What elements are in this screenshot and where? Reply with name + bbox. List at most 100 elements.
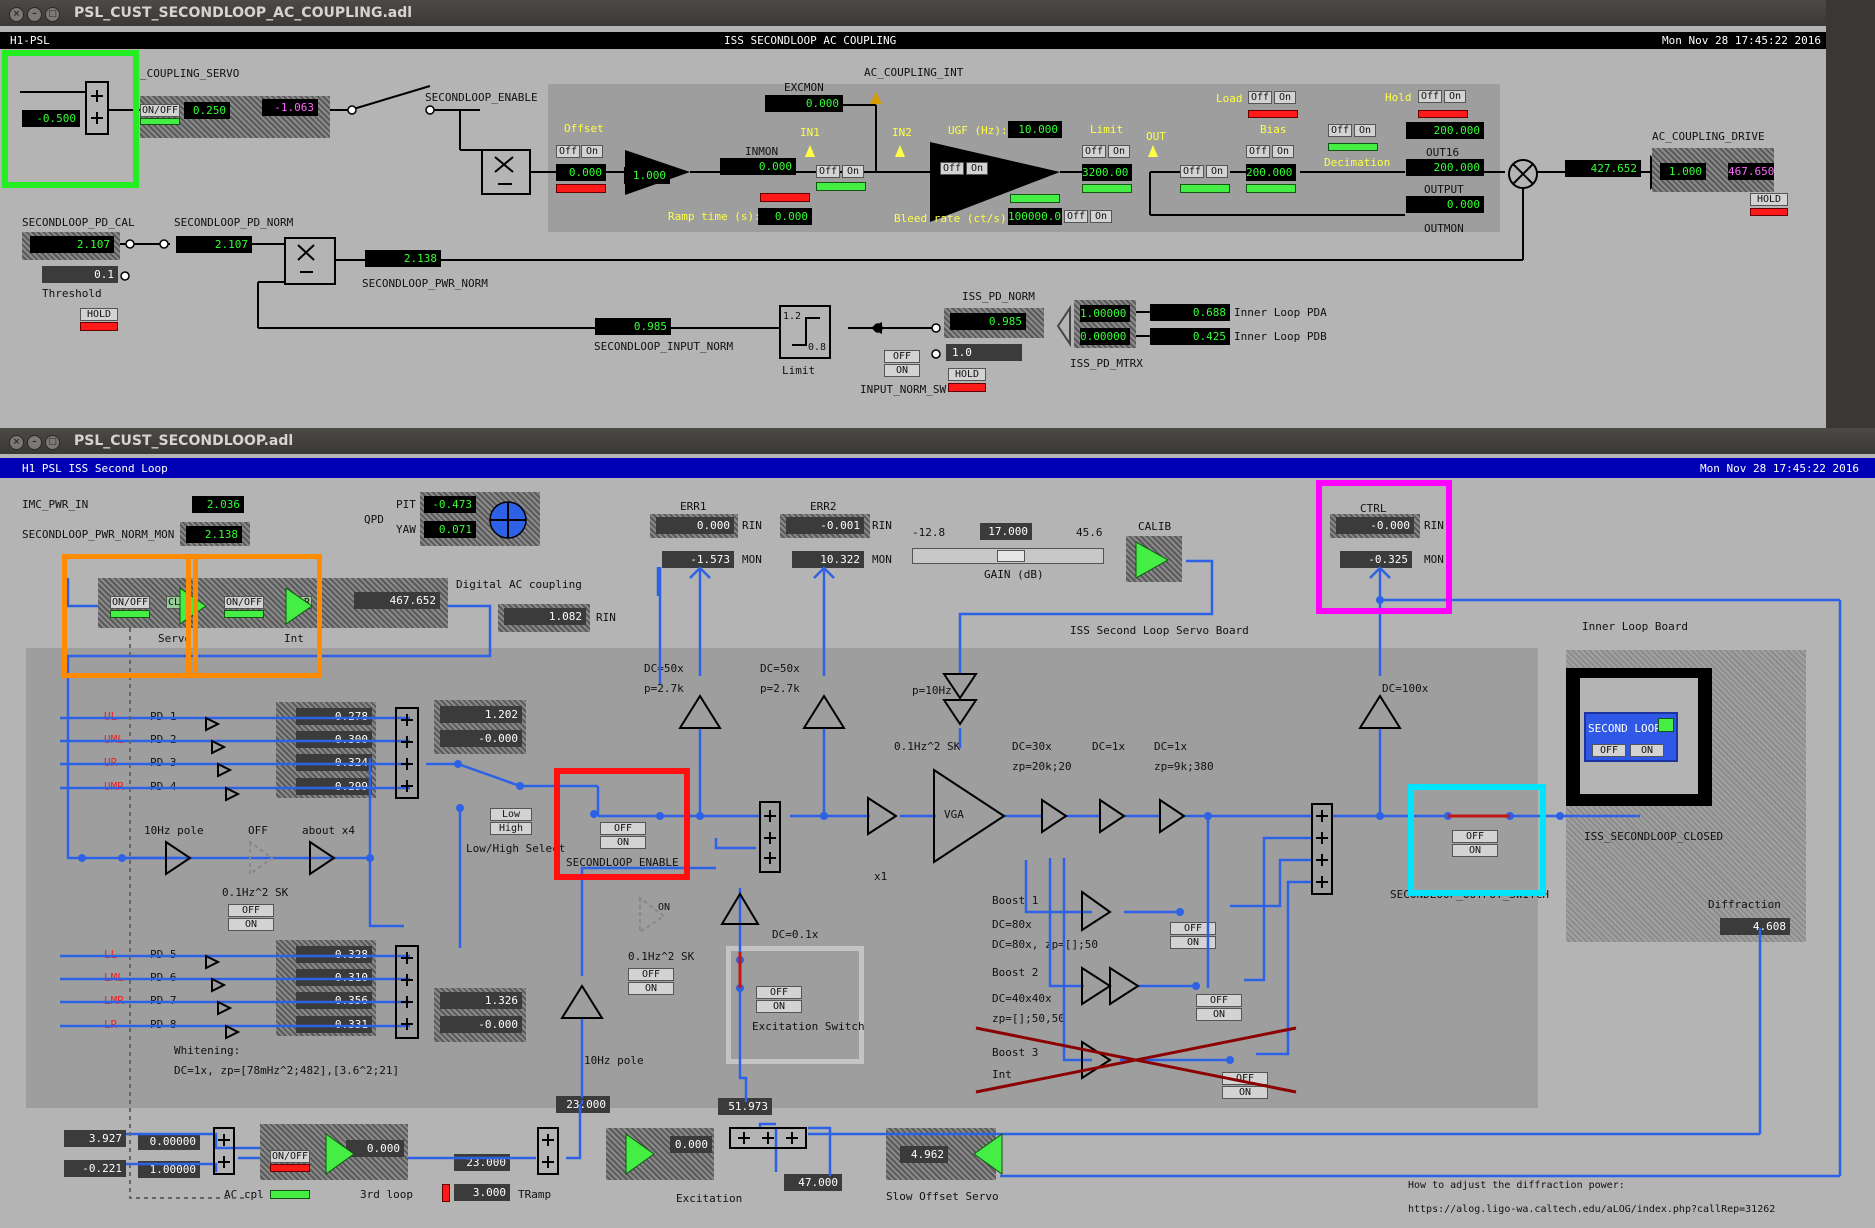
bias-sw-off-button[interactable]: Off — [1180, 165, 1204, 178]
drive-hold-button[interactable]: HOLD — [1750, 193, 1788, 206]
load-on-button[interactable]: On — [1274, 91, 1296, 104]
third-gain-1[interactable]: 0.00000 — [138, 1133, 200, 1150]
third-onoff-button[interactable]: ON/OFF — [270, 1150, 310, 1163]
bias-value[interactable]: 200.000 — [1246, 164, 1296, 181]
drive-gain[interactable]: 1.000 — [1660, 163, 1706, 180]
howto-url[interactable]: https://alog.ligo-wa.caltech.edu/aLOG/in… — [1408, 1204, 1776, 1215]
bias-sw-on-button[interactable]: On — [1206, 165, 1228, 178]
input-norm-off-button[interactable]: OFF — [884, 350, 920, 363]
sk-vga-label: 0.1Hz^2 SK — [894, 740, 961, 753]
limit-value[interactable]: 3200.00 — [1082, 164, 1132, 181]
iss-pd-norm-setpoint[interactable]: 1.0 — [946, 344, 1022, 361]
limit-on-button[interactable]: On — [1108, 145, 1130, 158]
maximize-icon[interactable]: □ — [45, 435, 60, 450]
limit-hi-label: 1.2 — [783, 311, 802, 322]
ugf-on-button[interactable]: On — [966, 162, 988, 175]
load-off-button[interactable]: Off — [1248, 91, 1272, 104]
offset-off-button[interactable]: Off — [556, 145, 580, 158]
low-button[interactable]: Low — [490, 808, 532, 821]
tramp-value-2[interactable]: 3.000 — [454, 1184, 510, 1201]
enable-off-button[interactable]: OFF — [600, 822, 646, 835]
pd-cal-value[interactable]: 2.107 — [30, 236, 114, 253]
sk2-on-button[interactable]: ON — [628, 982, 674, 995]
zp9k-label: zp=9k;380 — [1154, 760, 1214, 773]
header-left: H1-PSL — [10, 34, 50, 47]
boost2-on-button[interactable]: ON — [1196, 1008, 1242, 1021]
excitation-label: Excitation — [676, 1192, 743, 1205]
bias-on-button[interactable]: On — [1272, 145, 1294, 158]
bleed-value[interactable]: 100000.0 — [1008, 208, 1062, 225]
servo-clr-button[interactable]: CLR — [166, 596, 188, 609]
p27-label-1: p=2.7k — [644, 682, 684, 695]
sk-on-button[interactable]: ON — [228, 918, 274, 931]
high-button[interactable]: High — [490, 822, 532, 835]
sk-off-button[interactable]: OFF — [228, 904, 274, 917]
header-right: Mon Nov 28 17:45:22 2016 — [1662, 34, 1821, 47]
dec-off-button[interactable]: Off — [1328, 124, 1352, 137]
second-loop-on-button[interactable]: ON — [1630, 744, 1664, 757]
minimize-icon[interactable]: – — [27, 7, 42, 22]
tramp-value-1[interactable]: 23.000 — [454, 1154, 510, 1171]
boost2-off-button[interactable]: OFF — [1196, 994, 1242, 1007]
enable-on-button[interactable]: ON — [600, 836, 646, 849]
third-gain-2[interactable]: 1.00000 — [138, 1161, 200, 1178]
dec-indicator — [1328, 143, 1378, 151]
boost1-off-button[interactable]: OFF — [1170, 922, 1216, 935]
err2-rin-value: -0.001 — [786, 517, 864, 534]
output-switch-on-button[interactable]: ON — [1452, 844, 1498, 857]
offset-value[interactable]: 0.000 — [556, 164, 606, 181]
ramp-value[interactable]: 0.000 — [758, 208, 812, 225]
mtrx-value-2[interactable]: 0.00000 — [1080, 328, 1130, 345]
in-on-button[interactable]: On — [842, 165, 864, 178]
hold-off-button[interactable]: Off — [1418, 90, 1442, 103]
minimize-icon[interactable]: – — [27, 435, 42, 450]
int-clr-button[interactable]: CLR — [290, 596, 312, 609]
secondloop-window: × – □ PSL_CUST_SECONDLOOP.adl H1 PSL ISS… — [0, 428, 1875, 1228]
mtrx-value-1[interactable]: 1.00000 — [1080, 305, 1130, 322]
maximize-icon[interactable]: □ — [45, 7, 60, 22]
dc80zp-label: DC=80x, zp=[];50 — [992, 938, 1098, 951]
ugf-value[interactable]: 10.000 — [1008, 121, 1062, 138]
gain-slider-thumb[interactable] — [997, 550, 1025, 562]
boost3-off-button[interactable]: OFF — [1222, 1072, 1268, 1085]
value-47[interactable]: 47.000 — [784, 1174, 842, 1191]
bleed-off-button[interactable]: Off — [1064, 210, 1088, 223]
servo-gain-value[interactable]: 0.250 — [184, 102, 230, 119]
gain-slider[interactable] — [912, 548, 1104, 564]
limit-off-button[interactable]: Off — [1082, 145, 1106, 158]
boost1-on-button[interactable]: ON — [1170, 936, 1216, 949]
exc-off-button[interactable]: OFF — [756, 986, 802, 999]
ugf-off-button[interactable]: Off — [940, 162, 964, 175]
about-x4-label: about x4 — [302, 824, 355, 837]
dec-on-button[interactable]: On — [1354, 124, 1376, 137]
int-onoff-button[interactable]: ON/OFF — [224, 596, 264, 609]
hold-on-button[interactable]: On — [1444, 90, 1466, 103]
offset-label: Offset — [564, 122, 604, 135]
bias-off-button[interactable]: Off — [1246, 145, 1270, 158]
slow-servo-label: Slow Offset Servo — [886, 1190, 999, 1203]
iss-hold-button[interactable]: HOLD — [948, 368, 986, 381]
ac-cpl-indicator — [270, 1190, 310, 1199]
pd-hold-button[interactable]: HOLD — [80, 308, 118, 321]
bleed-on-button[interactable]: On — [1090, 210, 1112, 223]
close-icon[interactable]: × — [9, 435, 24, 450]
gain-value[interactable]: 17.000 — [980, 523, 1032, 540]
close-icon[interactable]: × — [9, 7, 24, 22]
sk2-off-button[interactable]: OFF — [628, 968, 674, 981]
threshold-value[interactable]: 0.1 — [42, 266, 118, 283]
boost3-on-button[interactable]: ON — [1222, 1086, 1268, 1099]
offset-on-button[interactable]: On — [581, 145, 603, 158]
in-off-button[interactable]: Off — [816, 165, 840, 178]
servo-onoff-button[interactable]: ON/OFF — [140, 104, 180, 117]
gain-value[interactable]: 1.000 — [624, 167, 670, 184]
servo-input-value[interactable]: -0.500 — [22, 110, 80, 127]
on-partial-label: ON — [658, 902, 671, 913]
second-loop-off-button[interactable]: OFF — [1592, 744, 1626, 757]
output-switch-off-button[interactable]: OFF — [1452, 830, 1498, 843]
limit-lo-label: 0.8 — [808, 342, 827, 353]
input-norm-on-button[interactable]: ON — [884, 364, 920, 377]
exc-on-button[interactable]: ON — [756, 1000, 802, 1013]
second-loop-label: SECOND LOOP — [1588, 722, 1661, 735]
servo-onoff-button[interactable]: ON/OFF — [110, 596, 150, 609]
tramp-label: TRamp — [518, 1188, 552, 1201]
